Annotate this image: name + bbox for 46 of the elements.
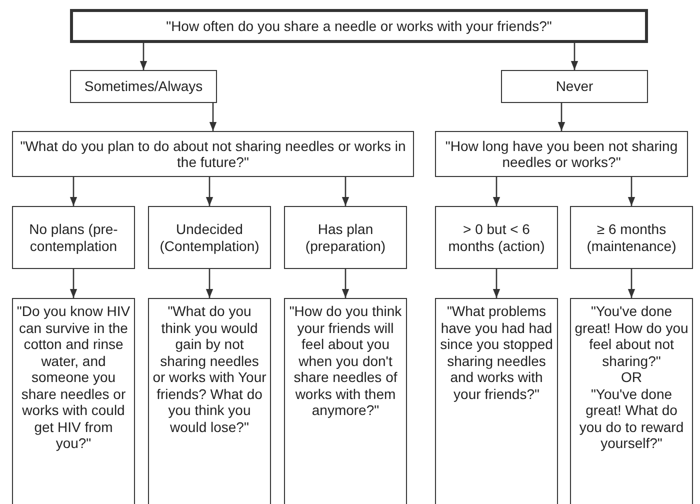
prompt-box [148, 298, 271, 504]
box-text: Never [556, 78, 594, 95]
box-text: "You've done great! How do you feel about not sharing?" [574, 303, 689, 369]
box-text: "Do you know HIV can survive in the cotton and rinse water, and someone you share needles or works with could get HIV from you?" [16, 303, 131, 452]
box-text: "What do you plan to do about not sharing needles or works in the future?" [19, 138, 407, 170]
box-text: ≥ 6 months (maintenance) [586, 221, 678, 254]
arrow [206, 177, 214, 206]
question-box [12, 131, 414, 177]
arrow [570, 43, 578, 70]
prompt-box [284, 298, 407, 504]
arrow [342, 269, 350, 298]
arrow [70, 269, 78, 298]
arrow [206, 269, 214, 298]
stage-box [148, 206, 271, 269]
box-text: "How long have you been not sharing needles or works?" [444, 138, 679, 170]
answer-box [501, 70, 648, 103]
box-text: Undecided (Contemplation) [158, 221, 260, 254]
box-text: Has plan (preparation) [304, 221, 387, 254]
stage-box [570, 206, 693, 269]
box-text: "What do you think you would gain by not sharing needles or works with Your friends? What do you think you would lose?" [152, 303, 267, 435]
box-text: "How do you think your friends will feel about you when you don't share needles of works with them anymore?" [288, 303, 403, 418]
stage-box [12, 206, 135, 269]
box-text: No plans (pre- contemplation [28, 221, 119, 254]
stage-box [435, 206, 558, 269]
arrow [492, 177, 500, 206]
box-text: > 0 but < 6 months (action) [447, 221, 546, 254]
question-box [435, 131, 688, 177]
arrow [70, 177, 78, 206]
box-text: "What problems have you had had since you stopped sharing needles and works with your friends?" [439, 303, 554, 402]
question-box [70, 9, 648, 43]
box-text: "How often do you share a needle or works with your friends?" [166, 18, 552, 34]
arrow [342, 177, 350, 206]
prompt-box [12, 298, 135, 504]
arrow [209, 103, 217, 131]
prompt-box [435, 298, 558, 504]
arrow [628, 269, 636, 298]
prompt-box [570, 298, 693, 504]
arrow [492, 269, 500, 298]
arrow [628, 177, 636, 206]
arrow [140, 43, 148, 70]
answer-box [70, 70, 217, 103]
arrow [558, 103, 566, 131]
box-text: "You've done great! What do you do to reward yourself?" [578, 386, 685, 452]
box-text: OR [621, 369, 642, 386]
stage-box [284, 206, 407, 269]
box-text: Sometimes/Always [84, 78, 203, 95]
